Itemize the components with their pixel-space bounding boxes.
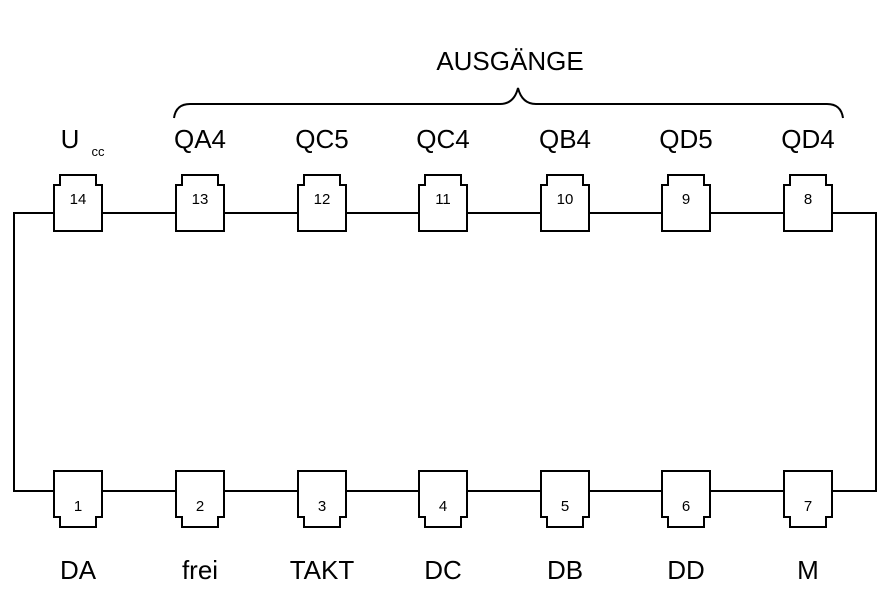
pin-label: DD [667,555,705,585]
pin-body [540,174,590,232]
pin-number: 3 [318,498,326,515]
pin-number: 11 [435,191,451,208]
top-pin-10: 10 QB4 [539,124,591,232]
ic-body-outline [13,212,54,492]
pin-number: 6 [682,498,690,515]
pin-body [783,470,833,528]
top-pin-11: 11 QC4 [416,124,470,232]
pin-label: DB [547,555,583,585]
pin-label: QB4 [539,124,591,154]
outputs-group-label: AUSGÄNGE [436,46,583,76]
pin-label: TAKT [290,555,355,585]
pin-body [418,174,468,232]
pin-body [783,174,833,232]
pin-label: U [61,124,80,154]
pin-label: QA4 [174,124,226,154]
pin-body [53,470,103,528]
pin-body [53,174,103,232]
bottom-pin-4: 4DC [418,470,468,585]
pin-number: 1 [74,498,82,515]
pin-body [297,470,347,528]
top-pin-13: 13 QA4 [174,124,226,232]
pin-number: 4 [439,498,447,515]
bottom-pin-2: 2 frei [175,470,225,585]
pin-label: QD5 [659,124,712,154]
pin-number: 12 [314,191,331,208]
pin-label: DA [60,555,97,585]
pin-number: 14 [70,191,87,208]
pin-body [175,470,225,528]
pin-number: 10 [557,191,574,208]
bottom-pin-5: 5DB [540,470,590,585]
pin-label: QC5 [295,124,348,154]
pin-number: 13 [192,191,209,208]
ic-body-outline-right [832,212,877,492]
pin-label: M [797,555,819,585]
bottom-pin-6: 6DD [661,470,711,585]
pin-body [418,470,468,528]
pin-label-subscript: cc [92,144,106,159]
outputs-brace [173,87,844,119]
pin-label: QD4 [781,124,834,154]
pin-body [540,470,590,528]
pin-number: 2 [196,498,204,515]
pin-body [297,174,347,232]
top-pin-12: 12 QC5 [295,124,349,232]
bottom-pin-7: 7M [783,470,833,585]
top-pin-9: 9 QD5 [659,124,713,232]
pin-number: 9 [682,191,690,208]
pin-label: frei [182,555,218,585]
pin-body [175,174,225,232]
pin-body [661,174,711,232]
pin-label: DC [424,555,462,585]
pin-number: 5 [561,498,569,515]
top-pin-8: 8 QD4 [781,124,835,232]
pin-label: QC4 [416,124,469,154]
pin-number: 8 [804,191,812,208]
pin-body [661,470,711,528]
pin-number: 7 [804,498,812,515]
bottom-pin-1: 1DA [53,470,103,585]
